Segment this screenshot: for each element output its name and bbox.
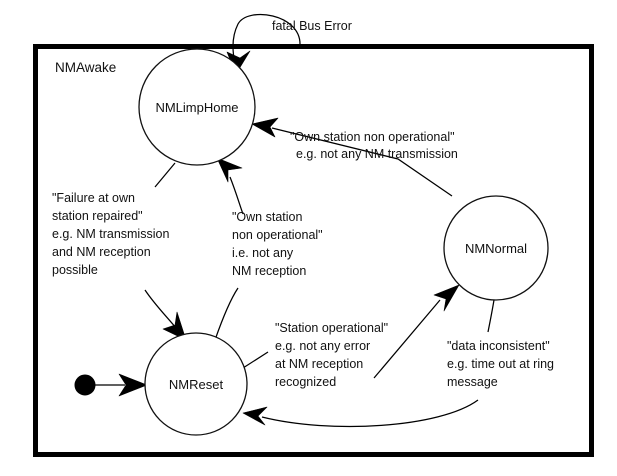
label-reset-to-normal-line2: e.g. not any error	[275, 339, 370, 353]
label-normal-to-reset-line3: message	[447, 375, 498, 389]
label-normal-to-reset-line2: e.g. time out at ring	[447, 357, 554, 371]
arrowhead-normal-to-limphome	[251, 117, 279, 138]
edge-reset-to-limphome-lower	[214, 287, 239, 341]
label-limphome-to-reset-line4: and NM reception	[52, 245, 151, 259]
state-label-nmreset: NMReset	[169, 377, 224, 392]
state-nmreset[interactable]	[144, 332, 248, 436]
state-nmlimphome[interactable]	[138, 48, 256, 166]
label-fatal-bus-error: fatal Bus Error	[272, 19, 352, 33]
label-reset-to-limphome-line4: NM reception	[232, 264, 306, 278]
edge-limphome-to-reset-stub	[154, 162, 176, 188]
edge-normal-to-reset-stub	[487, 299, 495, 333]
label-normal-to-limphome-line2: e.g. not any NM transmission	[296, 147, 458, 161]
arrowhead-initial-to-reset	[118, 373, 148, 397]
label-reset-to-normal-line3: at NM reception	[275, 357, 363, 371]
label-normal-to-limphome-line1: "Own station non operational"	[290, 130, 455, 144]
arrowhead-reset-to-normal	[433, 284, 460, 312]
state-label-nmlimphome: NMLimpHome	[155, 100, 238, 115]
initial-state-node	[74, 374, 96, 396]
arrowhead-normal-to-reset	[242, 406, 268, 426]
label-reset-to-limphome-line2: non operational"	[232, 228, 323, 242]
edge-fatal-bus-error	[232, 13, 301, 64]
edge-reset-to-limphome-upper	[229, 176, 244, 215]
edge-reset-to-normal-stub	[242, 351, 269, 369]
state-label-nmnormal: NMNormal	[465, 241, 527, 256]
state-nmnormal[interactable]	[443, 195, 549, 301]
label-normal-to-reset-line1: "data inconsistent"	[447, 339, 550, 353]
edge-reset-to-normal	[373, 299, 441, 379]
label-reset-to-limphome-line3: i.e. not any	[232, 246, 294, 260]
edge-normal-to-reset	[261, 399, 479, 428]
edge-normal-to-limphome	[271, 127, 453, 197]
label-limphome-to-reset-line3: e.g. NM transmission	[52, 227, 169, 241]
label-limphome-to-reset-line2: station repaired"	[52, 209, 143, 223]
label-reset-to-limphome-line1: "Own station	[232, 210, 302, 224]
label-limphome-to-reset-line5: possible	[52, 263, 98, 277]
arrowhead-limphome-to-reset	[162, 311, 187, 341]
label-limphome-to-reset-line1: "Failure at own	[52, 191, 135, 205]
label-reset-to-normal-line1: "Station operational"	[275, 321, 388, 335]
region-label-nmawake: NMAwake	[55, 60, 116, 75]
arrowhead-reset-to-limphome	[216, 157, 243, 183]
label-reset-to-normal-line4: recognized	[275, 375, 336, 389]
